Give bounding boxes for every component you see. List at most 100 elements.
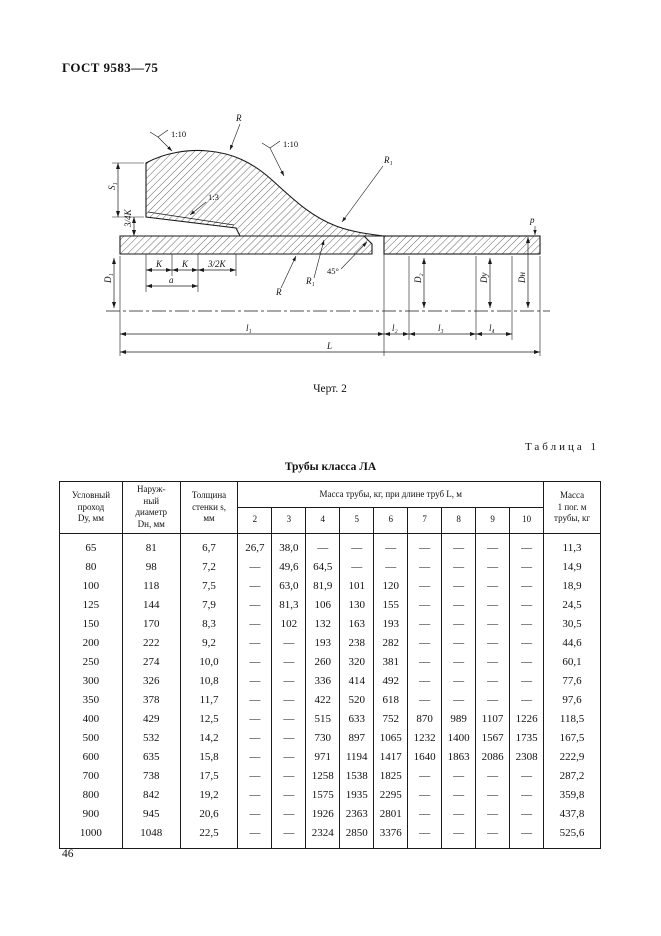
bell-section: [145, 150, 385, 237]
table-cell: —: [271, 671, 307, 691]
table-cell: —: [305, 533, 341, 558]
leader-lines: [149, 123, 537, 289]
table-cell: 132: [305, 614, 341, 634]
col-header-outer-diameter: Наруж- ный диаметр Dн, мм: [121, 481, 181, 534]
col-header-mass-by-length: Масса трубы, кг, при длине труб L, м: [237, 481, 545, 508]
table-cell: 118: [121, 576, 181, 596]
length-col-header: 7: [407, 506, 443, 534]
table-cell: 144: [121, 595, 181, 615]
table-cell: —: [237, 766, 273, 786]
table-cell: —: [475, 785, 511, 805]
table-cell: 1417: [373, 747, 409, 767]
table-cell: 12,5: [179, 709, 239, 729]
table-cell: 520: [339, 690, 375, 710]
table-cell: 525,6: [543, 823, 601, 849]
table-cell: —: [237, 823, 273, 849]
table-cell: —: [271, 823, 307, 849]
table-cell: —: [475, 690, 511, 710]
label-k-b: K: [181, 259, 189, 269]
table-cell: 274: [121, 652, 181, 672]
table-cell: 64,5: [305, 557, 341, 577]
table-cell: 730: [305, 728, 341, 748]
label-a: a: [169, 275, 174, 285]
table-cell: 1567: [475, 728, 511, 748]
label-3-2k: 3/2K: [207, 259, 227, 269]
table-cell: 2295: [373, 785, 409, 805]
table-cell: —: [475, 595, 511, 615]
label-d2: D₂: [413, 273, 423, 284]
table-cell: 98: [121, 557, 181, 577]
table-cell: —: [441, 804, 477, 824]
table-cell: —: [237, 690, 273, 710]
length-col-header: 9: [475, 506, 511, 534]
table-cell: 1735: [509, 728, 545, 748]
table-cell: —: [339, 557, 375, 577]
table-cell: —: [407, 557, 443, 577]
table-cell: 60,1: [543, 652, 601, 672]
table-cell: 15,8: [179, 747, 239, 767]
table-cell: 1825: [373, 766, 409, 786]
table-cell: 81,3: [271, 595, 307, 615]
figure-2: 1:10 R 1:10 R₁ 1:3 R R₁ 45° p S₁ 3/4K D₁…: [84, 106, 576, 395]
table-cell: 1538: [339, 766, 375, 786]
table-cell: 7,9: [179, 595, 239, 615]
table-cell: 14,2: [179, 728, 239, 748]
table-cell: 1640: [407, 747, 443, 767]
table-cell: —: [509, 614, 545, 634]
table-cell: 81,9: [305, 576, 341, 596]
table-cell: 287,2: [543, 766, 601, 786]
table-cell: 700: [59, 766, 123, 786]
table-cell: —: [237, 728, 273, 748]
table-cell: 422: [305, 690, 341, 710]
table-cell: —: [271, 633, 307, 653]
table-cell: 2801: [373, 804, 409, 824]
table-cell: 17,5: [179, 766, 239, 786]
table-cell: 100: [59, 576, 123, 596]
table-cell: 2086: [475, 747, 511, 767]
barrel-section: [383, 235, 541, 255]
page-number: 46: [62, 848, 74, 860]
table-cell: 492: [373, 671, 409, 691]
pipe-socket-drawing: 1:10 R 1:10 R₁ 1:3 R R₁ 45° p S₁ 3/4K D₁…: [103, 113, 550, 356]
table-cell: —: [509, 652, 545, 672]
table-cell: 19,2: [179, 785, 239, 805]
col-header-wall-thickness: Толщина стенки s, мм: [179, 481, 239, 534]
table-cell: —: [509, 533, 545, 558]
table-cell: —: [509, 766, 545, 786]
label-dn: Dн: [517, 272, 527, 284]
label-radius-r-bottom: R: [275, 287, 282, 297]
label-taper-inner: 1:3: [208, 192, 219, 202]
table-cell: —: [441, 614, 477, 634]
table-cell: —: [441, 671, 477, 691]
table-cell: 30,5: [543, 614, 601, 634]
label-3-4k: 3/4K: [123, 208, 133, 228]
table-cell: —: [407, 633, 443, 653]
table-cell: —: [407, 595, 443, 615]
table-cell: 2850: [339, 823, 375, 849]
pipe-section-geometry: [119, 150, 541, 255]
table-cell: 326: [121, 671, 181, 691]
table-cell: 618: [373, 690, 409, 710]
table-cell: —: [475, 557, 511, 577]
label-p: p: [529, 215, 535, 225]
table-cell: 101: [339, 576, 375, 596]
table-cell: —: [407, 690, 443, 710]
dimension-lines: [111, 163, 540, 355]
table-cell: —: [441, 557, 477, 577]
length-col-header: 5: [339, 506, 375, 534]
table-cell: —: [475, 804, 511, 824]
table-cell: 167,5: [543, 728, 601, 748]
table-cell: 1000: [59, 823, 123, 849]
table-cell: 437,8: [543, 804, 601, 824]
label-d1: D₁: [103, 273, 113, 284]
table-cell: 870: [407, 709, 443, 729]
table-cell: 2308: [509, 747, 545, 767]
table-cell: 971: [305, 747, 341, 767]
table-cell: 125: [59, 595, 123, 615]
table-cell: 102: [271, 614, 307, 634]
